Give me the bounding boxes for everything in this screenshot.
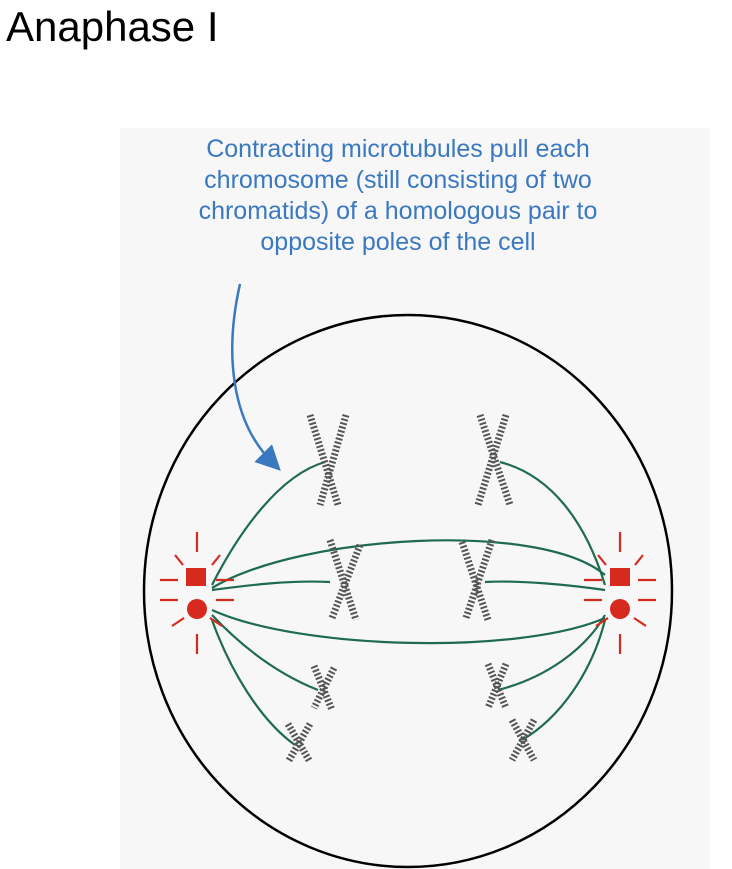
spindle-fiber — [210, 619, 296, 746]
left-centrosome — [160, 532, 234, 654]
centriole-square — [610, 568, 630, 586]
aster-rays — [160, 532, 234, 654]
spindle-fibers — [210, 460, 607, 746]
annotation-line-2: chromosome (still consisting of two — [204, 166, 592, 194]
annotation-label: Contracting microtubules pull each chrom… — [118, 134, 678, 258]
right-centrosome — [584, 532, 656, 654]
annotation-line-4: opposite poles of the cell — [260, 228, 536, 256]
chromosome — [458, 538, 496, 622]
spindle-fiber — [497, 614, 606, 692]
chromosome — [474, 413, 514, 507]
page-title: Anaphase I — [6, 3, 219, 50]
spindle-fiber — [211, 614, 319, 692]
spindle-fiber — [521, 619, 607, 741]
cell-membrane — [142, 313, 674, 869]
centriole-square — [186, 568, 206, 586]
chromosome — [310, 664, 338, 712]
figure-background — [120, 128, 710, 869]
spindle-fiber — [211, 539, 606, 589]
chromosome — [484, 662, 510, 710]
spindle-fiber — [211, 608, 606, 645]
chromosome — [326, 538, 364, 622]
centriole-circle — [187, 599, 207, 619]
centriole-circle — [610, 599, 630, 619]
annotation-line-1: Contracting microtubules pull each — [206, 135, 590, 163]
spindle-fiber — [211, 460, 326, 586]
chromosome — [284, 722, 314, 764]
spindle-fiber — [499, 460, 607, 586]
annotation-line-3: chromatids) of a homologous pair to — [198, 197, 598, 225]
chromosomes — [284, 413, 538, 764]
chromosome — [306, 413, 350, 507]
annotation-arrow — [231, 283, 281, 471]
aster-rays — [584, 532, 656, 654]
spindle-fiber — [484, 580, 606, 592]
spindle-fiber — [211, 580, 331, 592]
